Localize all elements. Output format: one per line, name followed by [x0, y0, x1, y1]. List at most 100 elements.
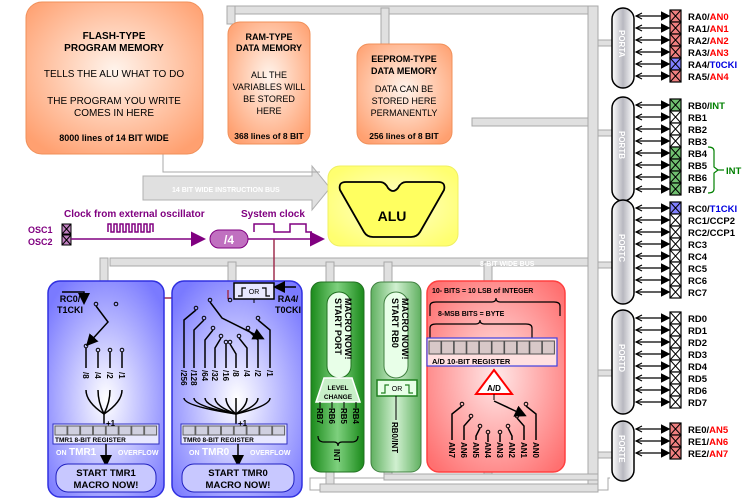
tmr0-prescaler-label: /64: [200, 370, 209, 382]
pin-label: RA1/AN1: [688, 24, 729, 35]
io-ports: PORTARA0/AN0RA1/AN1RA2/AN2RA3/AN3RA4/T0C…: [611, 7, 742, 482]
ram-size: 368 lines of 8 BIT: [234, 131, 304, 141]
adc-register-bit: [491, 340, 505, 355]
eeprom-line-3: PERMANENTLY: [371, 108, 438, 118]
port-name-label: PORTB: [617, 131, 626, 159]
eeprom-line-1: DATA CAN BE: [375, 84, 433, 94]
tmr1-macro-button: [55, 463, 157, 493]
port-macro-line-2: MACRO NOW!: [343, 298, 353, 360]
pin-main-name: RA0/: [688, 12, 710, 23]
rb0-macro-line-1: START RB0: [390, 298, 400, 348]
tmr1-register-bit: [67, 425, 81, 436]
tmr1-register-bit: [144, 425, 158, 436]
adc-converter-label: A/D: [487, 384, 501, 393]
pin-label: RA0/AN0: [688, 12, 729, 23]
pin-main-name: RA2/: [688, 36, 710, 47]
rb0-macro-button: [383, 291, 409, 379]
alu-icon: [338, 181, 446, 238]
port-connector: [611, 7, 635, 89]
external-clock-label: Clock from external oscillator: [64, 209, 205, 220]
ram-line-2: VARIABLES WILL: [233, 82, 306, 92]
port-change-input-label: RB5: [339, 408, 348, 425]
pin-label: RC6: [688, 276, 707, 287]
adc-register-bit: [441, 340, 455, 355]
pin-label: RB0/INT: [688, 101, 725, 112]
tmr0-register-bit: [233, 425, 247, 436]
adc-register-bit: [541, 340, 555, 355]
pin-main-name: RC5: [688, 264, 708, 275]
adc-input-label: AN1: [519, 442, 528, 459]
pin-label: RB3: [688, 137, 707, 148]
flash-line-3: COMES IN HERE: [74, 108, 154, 119]
adc-mux-switch: [493, 400, 527, 417]
tmr1-macro-line-1: START TMR1: [76, 468, 136, 479]
tmr0-block: OR RA4/ T0CKI /256/128/64/32/16/8/4/2/1 …: [171, 280, 303, 498]
pin-main-name: RA1/: [688, 24, 710, 35]
pin-label: RD7: [688, 398, 707, 409]
tmr1-input-2: T1CKI: [57, 305, 83, 315]
pin-alt-function: T1CKI: [710, 204, 737, 215]
pin-label: RC0/T1CKI: [688, 204, 737, 215]
tmr0-macro-line-2: MACRO NOW!: [206, 480, 271, 491]
rb0-interrupt-block: START RB0 MACRO NOW! OR RB0/INT: [370, 281, 422, 473]
adc-register-bit: [453, 340, 467, 355]
eeprom-title-1: EEPROM-TYPE: [371, 54, 437, 64]
pin-main-name: RC1/CCP2: [688, 216, 735, 227]
pin-label: RE1/AN6: [688, 437, 728, 448]
tmr0-or-label: OR: [249, 289, 260, 296]
pin-main-name: RD1: [688, 326, 708, 337]
pin-label: RD6: [688, 386, 707, 397]
pin-alt-function: AN0: [710, 12, 729, 23]
tmr0-prescaler-label: /16: [221, 370, 230, 382]
tmr0-prescaler-contact: [210, 325, 216, 331]
tmr1-prescaler-label: /2: [105, 372, 114, 379]
adc-register-bit: [516, 340, 530, 355]
tmr0-prescaler-label: /256: [179, 370, 188, 386]
adc-register-bit: [529, 340, 543, 355]
eeprom-line-2: STORED HERE: [372, 96, 437, 106]
ram-title-1: RAM-TYPE: [246, 32, 293, 42]
adc-input-label: AN2: [507, 442, 516, 459]
pin-label: RD0: [688, 314, 707, 325]
ram-line-4: HERE: [256, 106, 281, 116]
ram-line-1: ALL THE: [251, 70, 287, 80]
port-connector: [611, 309, 635, 415]
pin-label: RC2/CCP1: [688, 228, 736, 239]
flash-program-memory: FLASH-TYPE PROGRAM MEMORY TELLS THE ALU …: [25, 1, 204, 155]
osc2-label: OSC2: [28, 237, 53, 247]
pin-label: RB2: [688, 125, 707, 136]
pin-main-name: RC6: [688, 276, 707, 287]
adc-block: 10- BITS = 10 LSB of INTEGER 8-MSB BITS …: [426, 280, 566, 473]
ram-data-memory: RAM-TYPE DATA MEMORY ALL THE VARIABLES W…: [227, 21, 311, 145]
pin-alt-function: AN6: [709, 437, 728, 448]
alu-block: ALU: [327, 165, 459, 247]
pin-main-name: RC0/: [688, 204, 710, 215]
pin-main-name: RD5: [688, 374, 708, 385]
tmr0-prescaler-contact: [236, 333, 242, 339]
pin-label: RA4/T0CKI: [688, 60, 737, 71]
tmr1-prescaler-contact: [119, 347, 125, 353]
pin-label: RD5: [688, 374, 708, 385]
tmr0-macro-line-1: START TMR0: [208, 468, 267, 479]
adc-register-bit: [478, 340, 492, 355]
tmr0-prescaler-label: /128: [189, 370, 198, 386]
pin-main-name: RC4: [688, 252, 708, 263]
pin-main-name: RE1/: [688, 437, 709, 448]
pin-label: RB5: [688, 161, 708, 172]
port-macro-line-1: START PORT: [333, 298, 343, 355]
port-name-label: PORTD: [617, 344, 626, 372]
port-change-input-label: RB4: [351, 408, 360, 425]
pin-alt-function: AN7: [709, 449, 728, 460]
instruction-bus-label: 14 BIT WIDE INSTRUCTION BUS: [172, 187, 280, 194]
tmr1-register-bit: [105, 425, 119, 436]
port-name-label: PORTC: [617, 234, 626, 262]
adc-input-contact: [505, 423, 511, 429]
pin-main-name: RB0/: [688, 101, 710, 112]
tmr0-prescaler-label: /2: [253, 370, 262, 377]
tmr0-overflow-name: TMR0: [202, 447, 230, 458]
port-int-label: INT: [332, 449, 341, 462]
port-change-input-label: RB6: [327, 408, 336, 425]
tmr1-register-bit: [54, 425, 68, 436]
